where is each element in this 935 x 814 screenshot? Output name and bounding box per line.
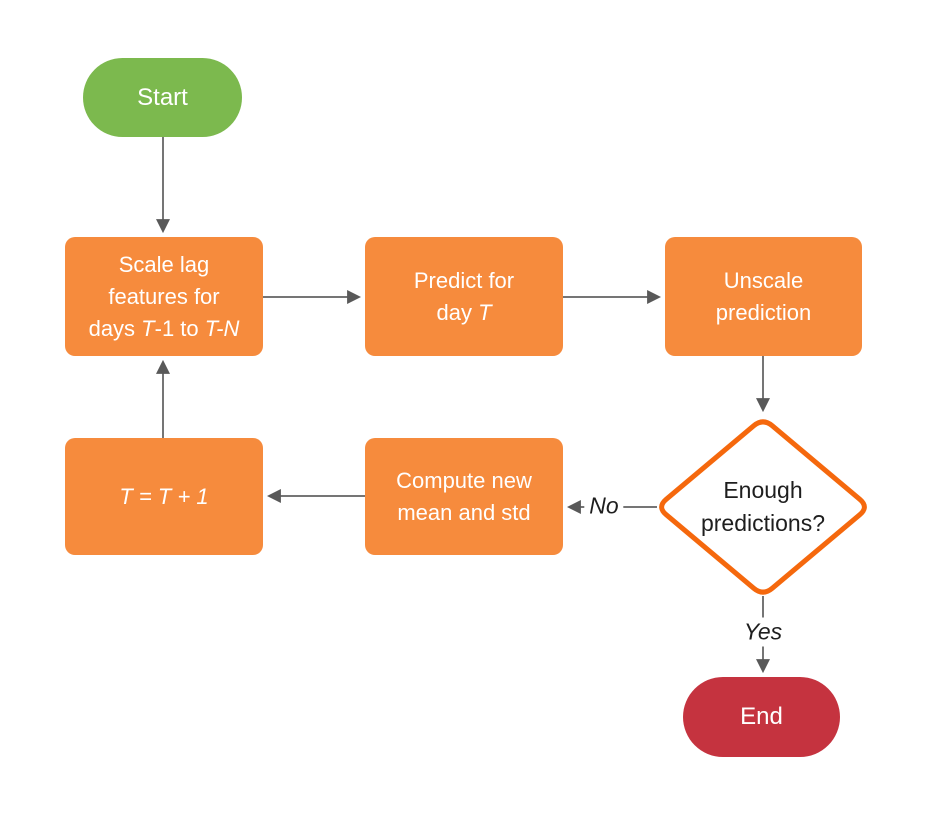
- process-unscale-label: Unscale prediction: [715, 267, 812, 325]
- process-predict-label: Predict for day T: [413, 267, 515, 325]
- process-unscale-prediction: Unscale prediction: [665, 237, 862, 356]
- process-compute-label: Compute new mean and std: [396, 467, 532, 525]
- start-node: Start: [83, 58, 242, 137]
- end-label: End: [740, 703, 783, 730]
- end-node: End: [683, 677, 840, 757]
- process-predict-day-t: Predict for day T: [365, 237, 563, 356]
- process-scale-label: Scale lag features for days T-1 to T-N: [88, 251, 240, 341]
- decision-diamond-shape: [659, 419, 867, 595]
- process-increment-t: T = T + 1: [65, 438, 263, 555]
- process-increment-label: T = T + 1: [119, 483, 209, 509]
- decision-enough-predictions: Enough predictions?: [673, 470, 853, 544]
- start-label: Start: [137, 83, 188, 111]
- decision-label-text: Enough predictions?: [700, 477, 826, 536]
- edge-label-yes: Yes: [738, 617, 788, 647]
- process-compute-mean-std: Compute new mean and std: [365, 438, 563, 555]
- edge-label-no: No: [584, 491, 624, 521]
- process-scale-lag-features: Scale lag features for days T-1 to T-N: [65, 237, 263, 356]
